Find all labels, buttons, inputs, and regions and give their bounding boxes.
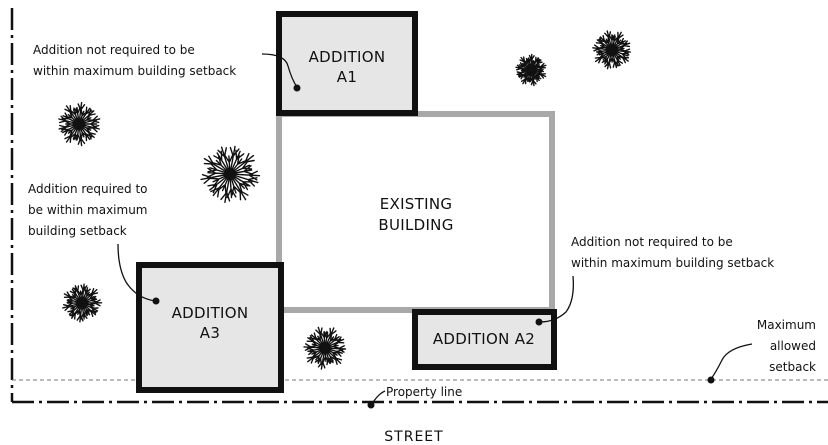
tree-icon (200, 145, 261, 203)
a3-note-line3: building setback (28, 224, 127, 238)
property-line-dot (367, 401, 375, 409)
addition-a2-label: ADDITION A2 (433, 330, 535, 348)
addition-a1-label-1: ADDITION (309, 48, 386, 66)
tree-icon (62, 283, 103, 323)
tree-icon (592, 30, 631, 70)
setback-leader-dot (707, 376, 715, 384)
street-label: STREET (384, 429, 443, 445)
a2-leader (539, 275, 574, 323)
a2-leader-dot (535, 318, 543, 326)
a1-note-line1: Addition not required to be (33, 43, 195, 57)
property-line-label: Property line (386, 385, 462, 399)
addition-a3-label-1: ADDITION (172, 304, 249, 322)
addition-a2 (412, 309, 557, 370)
a3-leader-dot (152, 297, 160, 305)
existing-building-label-2: BUILDING (378, 216, 453, 234)
setback-note-line1: Maximum (757, 318, 816, 332)
a1-leader (261, 53, 298, 88)
setback-note-line3: setback (769, 360, 816, 374)
tree-icon (58, 101, 101, 147)
a3-note-line2: be within maximum (28, 203, 148, 217)
trees-group (58, 30, 631, 370)
a2-note-line2: within maximum building setback (571, 256, 774, 270)
a1-leader-dot (293, 84, 301, 92)
existing-building-label-1: EXISTING (380, 195, 453, 213)
setback-note-line2: allowed (770, 339, 816, 353)
addition-a3 (136, 262, 284, 393)
a3-leader (117, 243, 156, 302)
tree-icon (303, 326, 347, 370)
existing-building (276, 111, 555, 313)
addition-a1-label-2: A1 (337, 68, 357, 86)
tree-icon (515, 53, 547, 87)
a3-note-line1: Addition required to (28, 182, 148, 196)
a2-note-line1: Addition not required to be (571, 235, 733, 249)
a1-note-line2: within maximum building setback (33, 64, 236, 78)
addition-a3-label-2: A3 (200, 324, 220, 342)
addition-a1 (276, 11, 418, 116)
setback-leader (710, 343, 753, 380)
